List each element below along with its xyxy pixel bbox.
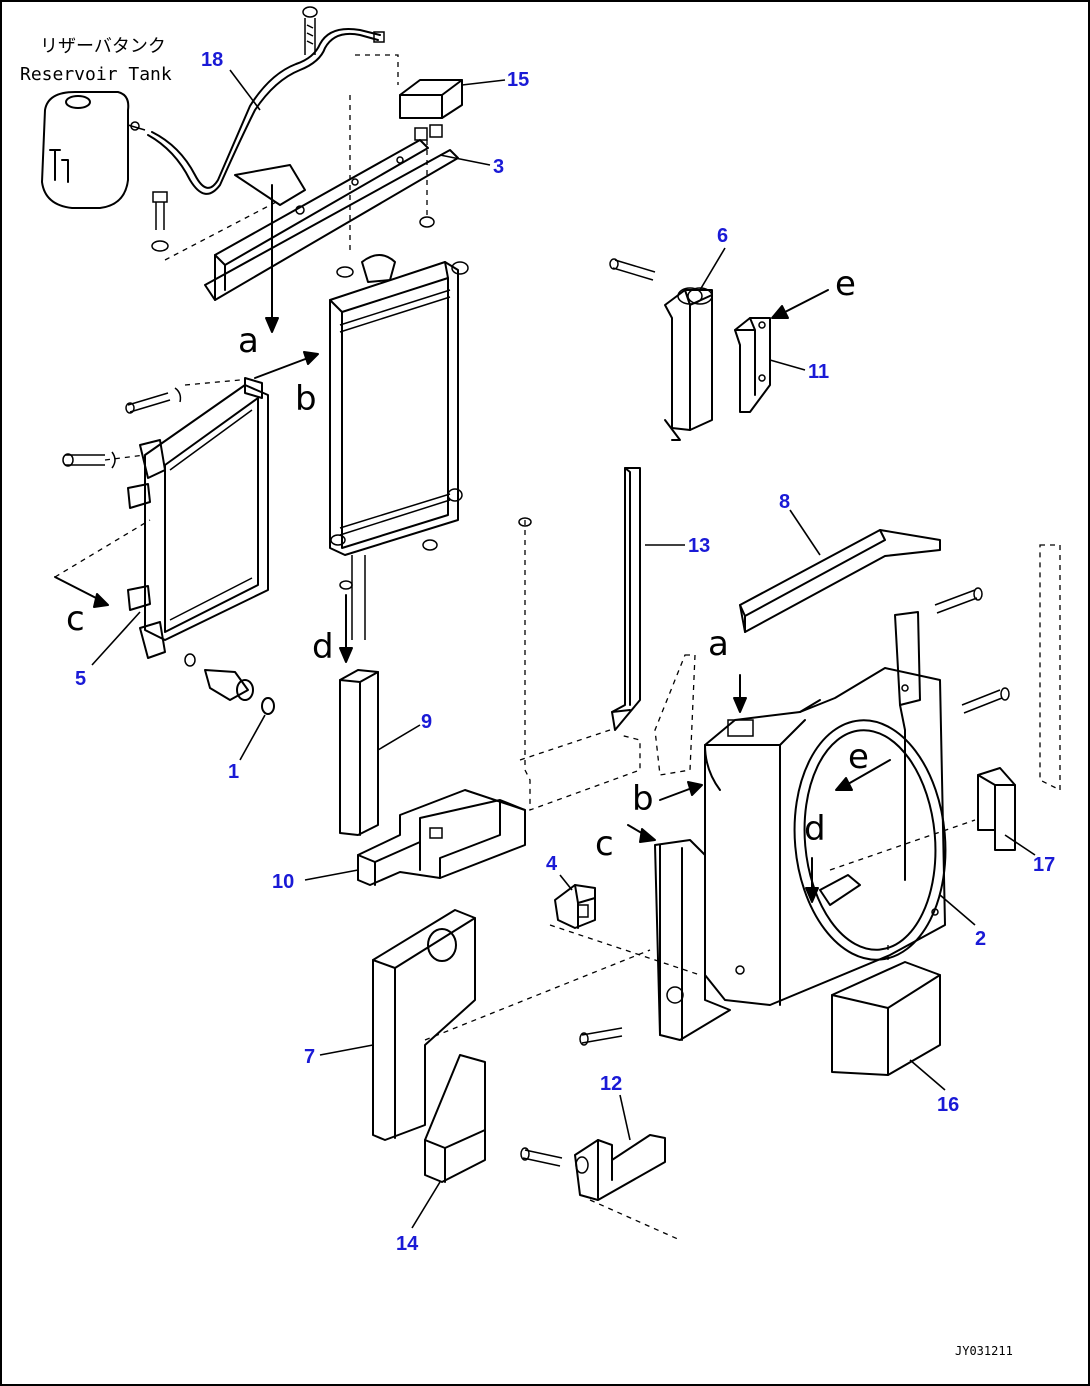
part-number-6: 6 bbox=[717, 225, 728, 247]
part-number-3: 3 bbox=[493, 156, 504, 178]
bolt-part-12 bbox=[520, 1147, 563, 1167]
sponge-part-9 bbox=[339, 669, 379, 836]
radiator-core bbox=[329, 254, 469, 556]
part-number-10: 10 bbox=[272, 871, 294, 893]
pad-part-15 bbox=[399, 79, 463, 119]
reservoir-tank bbox=[41, 91, 146, 209]
fan-shroud-part-2 bbox=[654, 667, 947, 1041]
drawing-code: JY031211 bbox=[955, 1344, 1013, 1358]
sponge-part-14 bbox=[424, 1054, 486, 1183]
part-number-16: 16 bbox=[937, 1094, 959, 1116]
view-arrow-d-lower: d bbox=[804, 809, 826, 849]
drain-plug-part-1 bbox=[184, 653, 275, 715]
part-number-2: 2 bbox=[975, 928, 986, 950]
part-number-9: 9 bbox=[421, 711, 432, 733]
view-arrow-b-lower: b bbox=[632, 779, 654, 819]
view-arrow-e-upper: e bbox=[835, 264, 856, 304]
hinge-part-6 bbox=[664, 287, 713, 441]
part-number-18: 18 bbox=[201, 49, 223, 71]
sponge-part-7 bbox=[372, 909, 476, 1141]
view-arrow-e-lower: e bbox=[848, 737, 869, 777]
strip-part-8 bbox=[739, 529, 941, 633]
part-number-8: 8 bbox=[779, 491, 790, 513]
view-arrow-a-lower: a bbox=[708, 624, 729, 664]
bracket-part-3 bbox=[204, 124, 459, 301]
view-arrow-a-upper: a bbox=[238, 321, 259, 361]
part-number-14: 14 bbox=[396, 1233, 419, 1255]
part-number-17: 17 bbox=[1033, 854, 1055, 876]
bolts-shroud bbox=[579, 587, 1010, 1046]
reservoir-tank-label-en: Reservoir Tank bbox=[20, 64, 172, 85]
hose-part-18 bbox=[130, 28, 385, 195]
part-number-1: 1 bbox=[228, 761, 239, 783]
sponge-part-17 bbox=[977, 767, 1016, 851]
part-number-15: 15 bbox=[507, 69, 529, 91]
bolt-top bbox=[302, 6, 318, 55]
oil-cooler-part-5 bbox=[127, 377, 269, 659]
bolts-oil-cooler bbox=[62, 387, 182, 469]
clip-part-4 bbox=[554, 884, 596, 929]
part-number-11: 11 bbox=[808, 361, 829, 383]
reservoir-tank-label-jp: リザーバタンク bbox=[40, 36, 166, 57]
side-strip-shroud bbox=[894, 611, 921, 881]
part-number-7: 7 bbox=[304, 1046, 315, 1068]
bracket-part-12 bbox=[574, 1134, 666, 1201]
bracket-part-11 bbox=[734, 317, 771, 413]
view-arrow-c-left: c bbox=[66, 599, 85, 639]
bolt-left-bracket bbox=[151, 191, 169, 252]
view-arrow-b-upper: b bbox=[295, 379, 317, 419]
strip-part-13 bbox=[611, 467, 641, 731]
part-number-4: 4 bbox=[546, 853, 558, 875]
sponge-part-16 bbox=[831, 961, 941, 1076]
part-number-5: 5 bbox=[75, 668, 86, 690]
view-arrow-c-lower: c bbox=[595, 824, 614, 864]
sponge-part-10 bbox=[357, 789, 526, 886]
part-number-13: 13 bbox=[688, 535, 710, 557]
bolt-hinge bbox=[609, 258, 656, 281]
part-number-12: 12 bbox=[600, 1073, 622, 1095]
view-arrow-d-left: d bbox=[312, 627, 334, 667]
